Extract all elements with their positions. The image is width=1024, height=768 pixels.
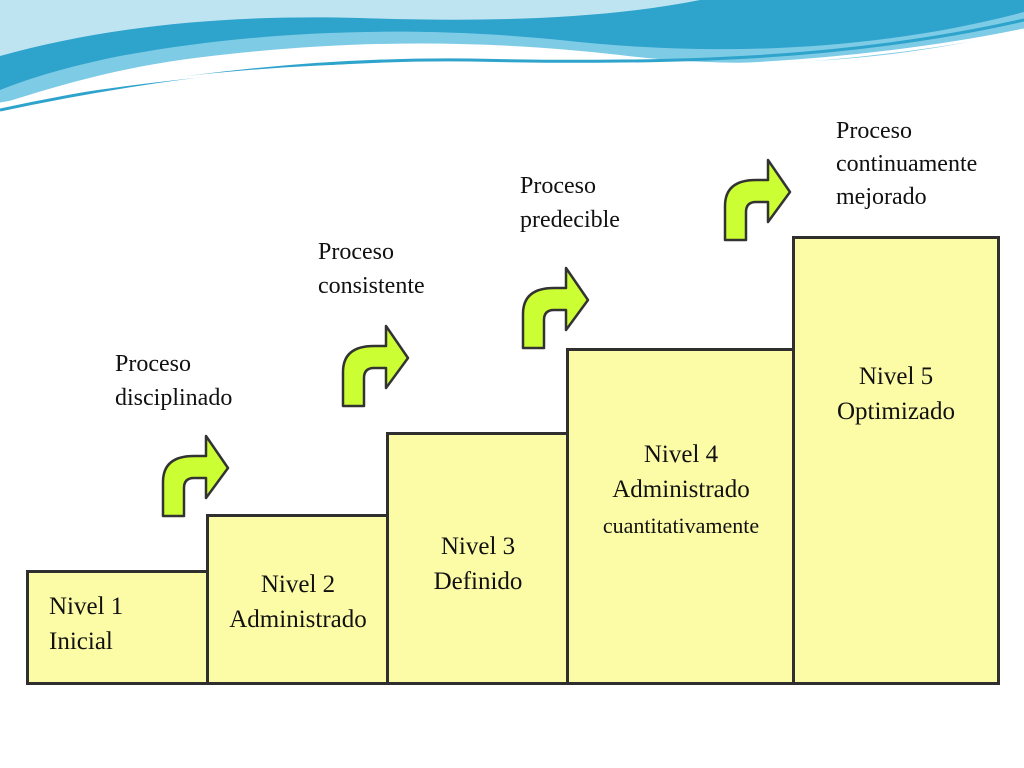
- caption-line: predecible: [520, 206, 620, 233]
- level-title: Nivel 2: [260, 571, 336, 598]
- caption-line: consistente: [318, 272, 425, 299]
- caption-line: Proceso: [836, 118, 912, 144]
- curved-up-right-arrow-icon: [723, 158, 792, 242]
- level-box-5: Nivel 5 Optimizado: [792, 236, 1000, 685]
- caption-line: Proceso: [318, 239, 394, 265]
- transition-caption-2: Proceso consistente: [318, 236, 425, 303]
- caption-line: Proceso: [520, 173, 596, 199]
- caption-line: continuamente: [836, 150, 978, 177]
- caption-line: Proceso: [115, 351, 191, 377]
- transition-caption-3: Proceso predecible: [520, 170, 620, 237]
- curved-up-right-arrow-icon: [521, 266, 590, 350]
- curved-up-right-arrow-icon: [341, 324, 410, 408]
- caption-line: disciplinado: [115, 384, 233, 411]
- header-wave-decoration: [0, 0, 1024, 112]
- level-name-line2: cuantitativamente: [602, 513, 760, 538]
- level-name: Definido: [433, 568, 523, 595]
- level-title: Nivel 1: [49, 593, 124, 620]
- level-name: Administrado: [229, 606, 367, 633]
- level-title: Nivel 4: [643, 441, 719, 468]
- level-box-4: Nivel 4 Administrado cuantitativamente: [566, 348, 796, 685]
- curved-up-right-arrow-icon: [161, 434, 230, 518]
- level-box-1: Nivel 1 Inicial: [26, 570, 210, 685]
- transition-caption-4: Proceso continuamente mejorado: [836, 115, 977, 214]
- caption-line: mejorado: [836, 183, 927, 210]
- level-title: Nivel 3: [440, 533, 516, 560]
- level-name: Inicial: [49, 628, 113, 655]
- level-title: Nivel 5: [858, 363, 934, 390]
- level-box-3: Nivel 3 Definido: [386, 432, 570, 685]
- level-name: Administrado: [612, 476, 750, 503]
- level-box-2: Nivel 2 Administrado: [206, 514, 390, 685]
- level-name: Optimizado: [836, 398, 956, 425]
- transition-caption-1: Proceso disciplinado: [115, 348, 232, 415]
